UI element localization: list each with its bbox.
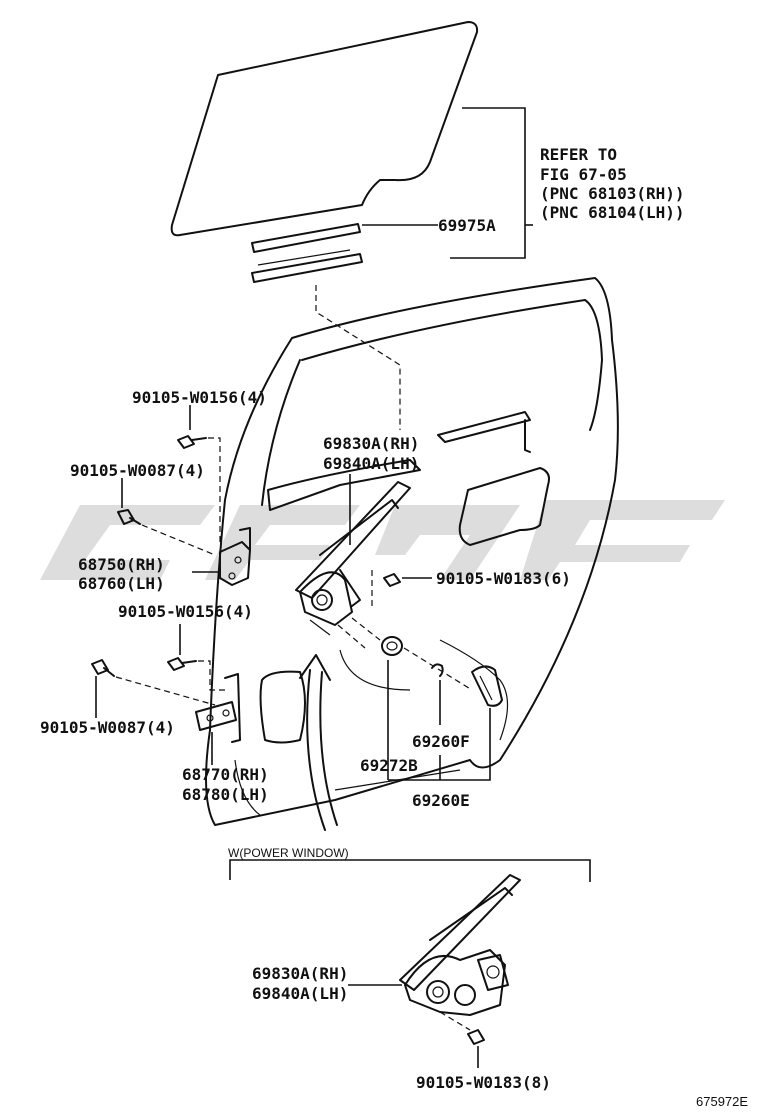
power-window-caption: W(POWER WINDOW) [228,846,349,860]
refer-line-3: (PNC 68103(RH)) [540,184,685,203]
label-bolt-regulator: 90105-W0183(6) [436,569,571,588]
plug-icon [381,636,403,656]
bolt-icon [117,509,141,525]
figure-id: 675972E [696,1094,748,1109]
label-handle-e: 69260E [412,791,470,810]
refer-bracket [450,107,533,259]
handle-icon [471,665,503,707]
label-pw-bolt: 90105-W0183(8) [416,1073,551,1092]
label-screw-top-upper: 90105-W0156(4) [132,388,267,407]
hinge-lower [195,673,241,743]
label-pw-regulator-rh: 69830A(RH) [252,964,348,983]
label-hinge-lower-rh: 68770(RH) [182,765,269,784]
clip-icon [431,663,444,677]
label-bolt-upper: 90105-W0087(4) [70,461,205,480]
refer-line-1: REFER TO [540,145,617,164]
label-hinge-lower-lh: 68780(LH) [182,785,269,804]
label-bolt-lower: 90105-W0087(4) [40,718,175,737]
watermark-logo [40,500,725,580]
label-screw-mid: 90105-W0156(4) [118,602,253,621]
refer-line-2: FIG 67-05 [540,165,627,184]
label-pw-regulator-lh: 69840A(LH) [252,984,348,1003]
power-window-bracket [229,859,591,882]
label-regulator-lh: 69840A(LH) [323,454,419,473]
weatherstrip-parts [251,223,363,283]
screw-icon [167,657,197,671]
hinge-upper [219,527,251,586]
bolt-icon [383,573,401,587]
window-glass [170,21,479,237]
power-window-regulator [399,874,521,1016]
label-clip-f: 69260F [412,732,470,751]
refer-line-4: (PNC 68104(LH)) [540,203,685,222]
label-69975a: 69975A [438,216,496,235]
label-hinge-upper-lh: 68760(LH) [78,574,165,593]
screw-icon [177,435,207,449]
bolt-icon [467,1029,485,1045]
label-hinge-upper-rh: 68750(RH) [78,555,165,574]
curved-arrow [299,654,338,831]
label-plug: 69272B [360,756,418,775]
bolt-icon [91,659,115,677]
window-regulator [295,481,411,636]
label-regulator-rh: 69830A(RH) [323,434,419,453]
